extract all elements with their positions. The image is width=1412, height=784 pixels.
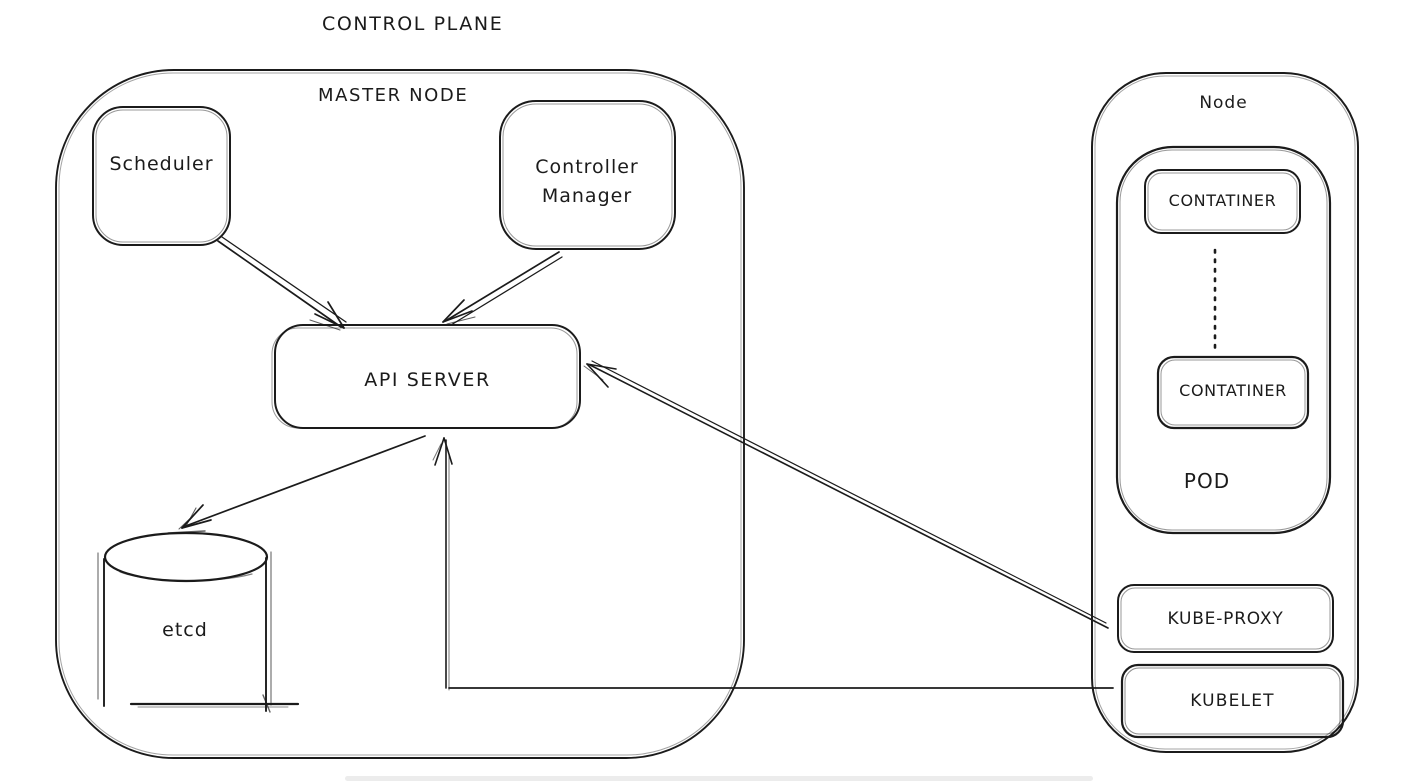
- api-server-box: [271, 324, 581, 429]
- controller-manager-box: [499, 100, 676, 250]
- arrow-kubelet-to-api-server: [432, 437, 1114, 691]
- master-node-label: MASTER NODE: [318, 85, 469, 106]
- arrow-controller-manager-to-api-server: [442, 251, 563, 326]
- control-plane-label: CONTROL PLANE: [322, 13, 504, 35]
- kube-proxy-box: [1117, 584, 1334, 653]
- etcd-label: etcd: [162, 619, 208, 641]
- container-top-label: CONTATINER: [1168, 191, 1277, 210]
- container-bottom-box: [1156, 355, 1310, 430]
- worker-node-box: [1091, 72, 1359, 753]
- container-top-box: [1144, 169, 1301, 234]
- scheduler-box: [92, 106, 231, 246]
- pod-box: [1115, 145, 1332, 535]
- api-server-label: API SERVER: [364, 369, 491, 391]
- container-bottom-label: CONTATINER: [1179, 381, 1287, 400]
- pod-label: POD: [1183, 469, 1231, 493]
- etcd-cylinder: [97, 530, 300, 713]
- arrow-scheduler-to-api-server: [217, 236, 347, 331]
- horizontal-scrollbar[interactable]: [345, 776, 1093, 781]
- kube-proxy-label: KUBE-PROXY: [1167, 609, 1284, 629]
- controller-manager-label: Controller Manager: [535, 156, 639, 208]
- node-label: Node: [1199, 93, 1248, 113]
- arrow-kube-proxy-to-api-server: [583, 360, 1109, 629]
- scheduler-label: Scheduler: [109, 153, 214, 175]
- kubelet-box: [1120, 663, 1345, 739]
- master-node-box: [55, 69, 745, 759]
- kubelet-label: KUBELET: [1190, 691, 1275, 711]
- arrow-api-server-to-etcd: [178, 435, 426, 530]
